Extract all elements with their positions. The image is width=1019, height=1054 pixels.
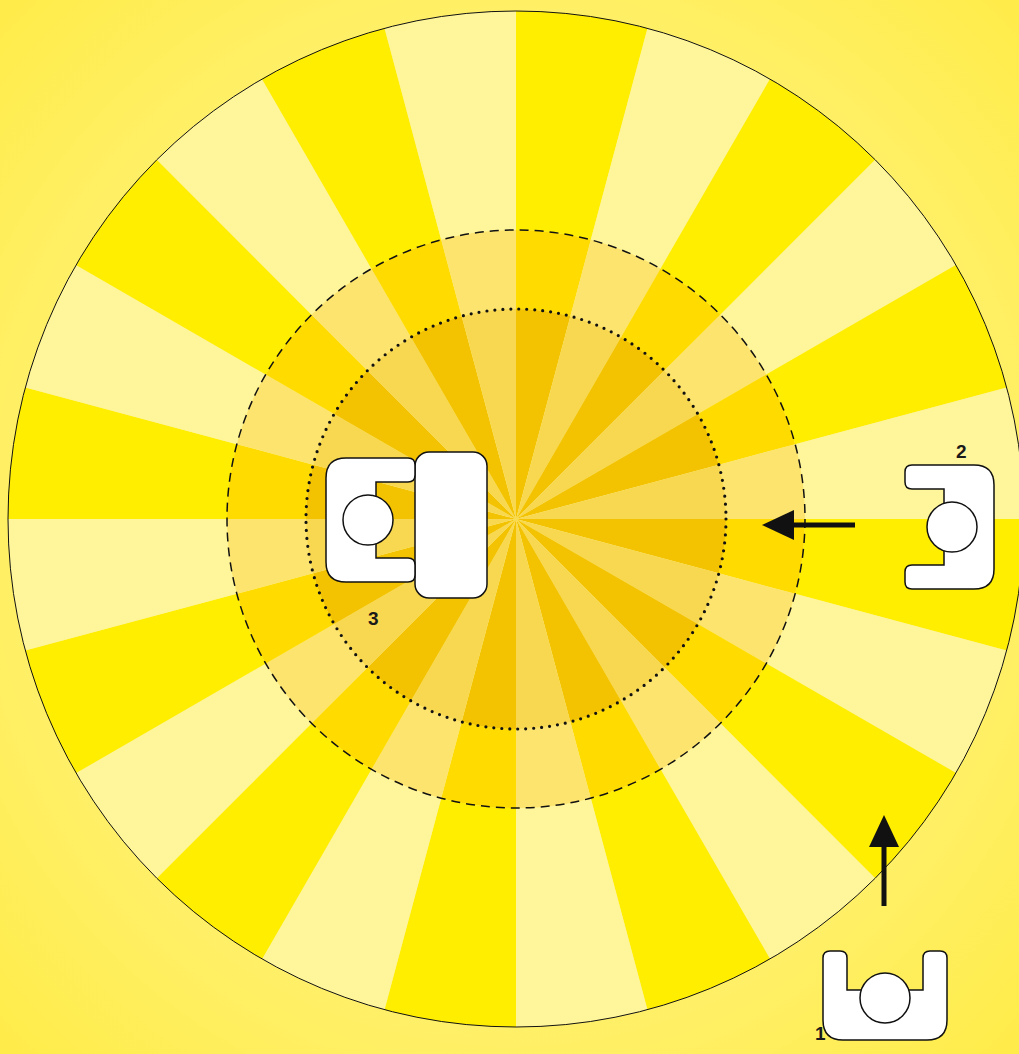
dashed-circle [227,230,805,808]
callout-number: 1 [815,1024,826,1043]
approaching-person [823,951,947,1040]
ray-sector [516,722,591,808]
ray-sector [516,798,647,1027]
movement-arrow [869,815,899,906]
ray-sector [227,519,313,594]
ray-sector [516,465,726,519]
dotted-circle [306,309,726,729]
desk [415,452,487,598]
ray-sector [441,230,516,316]
sunburst [8,11,1019,1027]
ray-sector [516,519,570,729]
ray-sector [385,11,516,240]
callout-number: 2 [956,442,967,461]
approaching-person [905,465,994,589]
figures [326,452,994,1040]
callout-number: 3 [368,609,379,628]
outer-circle [8,11,1019,1027]
movement-arrow [762,510,855,540]
seated-person [326,458,415,582]
ray-sector [8,519,237,650]
ray-sector [719,444,805,519]
